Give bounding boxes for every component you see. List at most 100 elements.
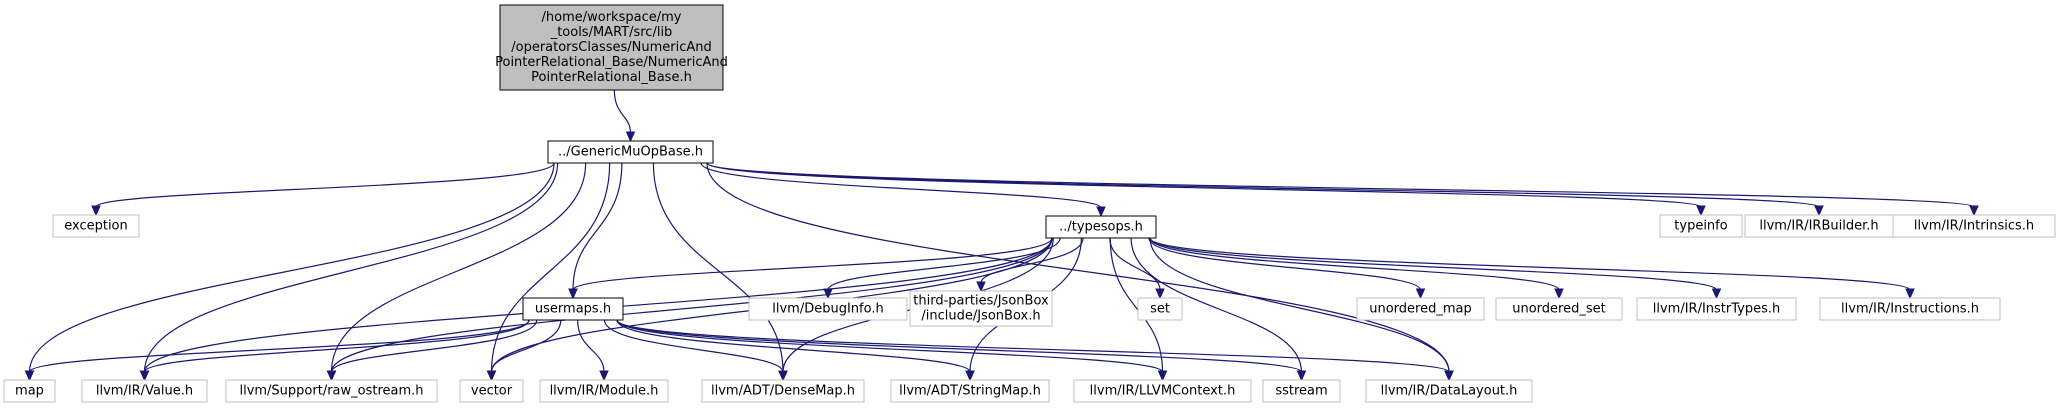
edge-n3-to-n8 (827, 237, 1061, 291)
node-box (1045, 215, 1157, 239)
edge-n1-to-n18 (490, 162, 611, 373)
edge-n7-to-n22 (616, 319, 1164, 373)
node-include[interactable]: usermaps.h (522, 297, 624, 321)
node-label: llvm/ADT/StringMap.h (899, 384, 1041, 399)
node-include[interactable]: ../typesops.h (1045, 215, 1157, 239)
node-label: set (1150, 302, 1170, 317)
node-box (547, 140, 714, 164)
node-include: exception (52, 214, 140, 238)
edge-n1-to-n24 (706, 162, 1450, 373)
node-include: llvm/IR/Module.h (539, 379, 669, 403)
node-box (3, 379, 56, 403)
edge-n1-to-n5 (706, 162, 1820, 208)
edge-n3-to-n7 (572, 237, 1053, 291)
node-current-file[interactable]: /home/workspace/my_tools/MART/src/lib/op… (495, 4, 728, 91)
node-label: map (15, 384, 44, 399)
arrowhead-n18 (486, 370, 497, 382)
node-box (748, 297, 908, 321)
arrowhead-n23 (1296, 370, 1307, 382)
node-label: llvm/IR/InstrTypes.h (1653, 302, 1781, 317)
node-include: llvm/IR/Instructions.h (1819, 297, 2001, 321)
node-box (539, 379, 669, 403)
node-box (1636, 297, 1797, 321)
edge-n7-to-n21 (616, 319, 971, 373)
arrowhead-n5 (1814, 205, 1824, 217)
arrowhead-n3 (1096, 206, 1106, 218)
node-label: PointerRelational_Base/NumericAnd (495, 55, 728, 70)
edge-n3-to-n23 (1130, 237, 1303, 373)
node-label: exception (64, 219, 128, 234)
node-box (499, 4, 724, 91)
arrowhead-n2 (91, 205, 101, 217)
edge-n1-to-n7 (572, 162, 623, 291)
node-box (459, 379, 524, 403)
node-label: usermaps.h (535, 302, 611, 317)
edge-n7-to-n19 (577, 319, 605, 373)
node-label: /operatorsClasses/NumericAnd (511, 40, 712, 55)
arrowhead-n7 (568, 288, 578, 300)
node-include: llvm/IR/IRBuilder.h (1744, 214, 1894, 238)
node-box (1819, 297, 2001, 321)
edge-n0-to-n1 (613, 89, 632, 134)
edge-n1-to-n6 (706, 162, 1975, 208)
node-include: llvm/IR/Intrinsics.h (1892, 214, 2056, 238)
node-box (1892, 214, 2056, 238)
node-include: typeinfo (1659, 214, 1743, 238)
node-label: vector (471, 384, 513, 399)
node-box (890, 379, 1050, 403)
edge-n7-to-n18 (490, 319, 562, 373)
node-include: unordered_map (1356, 297, 1485, 321)
node-box (52, 214, 140, 238)
node-include: llvm/Support/raw_ostream.h (225, 379, 438, 403)
node-include: unordered_set (1495, 297, 1623, 321)
node-label: unordered_set (1512, 302, 1605, 317)
edge-n7-to-n16 (143, 319, 530, 373)
node-label: third-parties/JsonBox (913, 294, 1049, 309)
node-box (81, 379, 208, 403)
arrowhead-n19 (599, 370, 609, 382)
node-label: llvm/IR/Intrinsics.h (1914, 219, 2034, 234)
edge-n1-to-n17 (330, 162, 587, 373)
node-include[interactable]: ../GenericMuOpBase.h (547, 140, 714, 164)
node-label: unordered_map (1369, 302, 1472, 317)
node-label: /home/workspace/my (542, 10, 682, 25)
nodes-layer: /home/workspace/my_tools/MART/src/lib/op… (3, 4, 2056, 403)
node-include: llvm/IR/LLVMContext.h (1073, 379, 1252, 403)
node-box (1356, 297, 1485, 321)
node-box (1073, 379, 1252, 403)
node-include: llvm/ADT/DenseMap.h (701, 379, 865, 403)
node-include: sstream (1262, 379, 1341, 403)
edge-n7-to-n24 (616, 319, 1450, 373)
node-label: sstream (1275, 384, 1327, 399)
node-label: llvm/IR/DataLayout.h (1381, 384, 1518, 399)
edge-n3-to-n22 (1109, 237, 1164, 373)
node-label: llvm/IR/Value.h (96, 384, 193, 399)
node-include: vector (459, 379, 524, 403)
edge-n3-to-n11 (1148, 237, 1422, 291)
node-box (1262, 379, 1341, 403)
arrowhead-n9 (976, 281, 986, 293)
node-label: llvm/IR/IRBuilder.h (1759, 219, 1878, 234)
arrowhead-n21 (965, 370, 975, 382)
edge-n1-to-n20 (652, 162, 784, 373)
node-box (1495, 297, 1623, 321)
arrowhead-n13 (1711, 288, 1722, 300)
arrowhead-n8 (823, 288, 833, 300)
edge-n1-to-n15 (28, 162, 555, 373)
node-include: third-parties/JsonBox/include/JsonBox.h (909, 290, 1053, 327)
edge-n3-to-n17 (330, 237, 1053, 373)
edge-n7-to-n23 (616, 319, 1303, 373)
arrowhead-n1 (625, 131, 636, 143)
node-label: PointerRelational_Base.h (531, 70, 692, 85)
node-box (522, 297, 624, 321)
edge-n1-to-n3 (700, 162, 1102, 209)
arrowhead-n14 (1905, 288, 1915, 300)
edge-n3-to-n24 (1149, 237, 1450, 373)
node-box (1365, 379, 1533, 403)
arrowhead-n16 (139, 370, 150, 382)
arrowhead-n6 (1969, 205, 1979, 217)
node-box (1137, 297, 1183, 321)
node-box (909, 290, 1053, 327)
edge-n3-to-n12 (1149, 237, 1560, 291)
node-label: llvm/Support/raw_ostream.h (239, 384, 423, 399)
